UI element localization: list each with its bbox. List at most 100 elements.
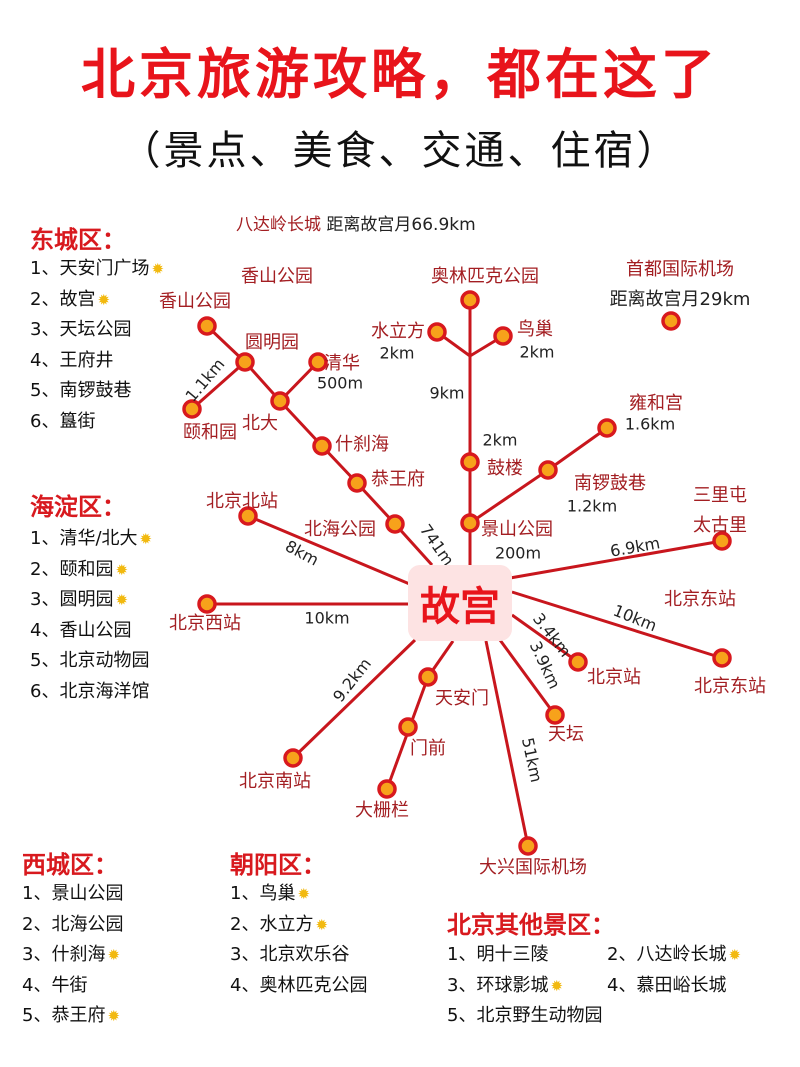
distance-label: 2km [519,342,555,362]
airport-label: 首都国际机场 [626,259,734,280]
list-item-text: 4、牛街 [22,974,88,996]
list-item-text: 1、清华/北大 [30,528,138,549]
station-dot [418,667,438,687]
station-label: 天坛 [548,724,584,745]
station-label: 雍和宫 [629,393,683,414]
station-dot [597,418,617,438]
star-icon: ✹ [107,946,121,964]
list-item: 2、颐和园✹ [30,555,152,586]
station-dot [385,514,405,534]
route-line [498,639,557,716]
station-dot [661,311,681,331]
distance-label: 2km [379,343,415,363]
list-item-text: 2、北海公园 [22,913,124,935]
station-label: 大栅栏 [355,800,409,821]
station-dot [460,452,480,472]
station-dot [460,513,480,533]
star-icon: ✹ [297,885,311,903]
station-label: 北京南站 [239,771,311,792]
list-item-text: 4、王府井 [30,349,114,371]
station-label: 鸟巢 [517,319,553,340]
station-label: 北京北站 [206,491,278,512]
list-item-text: 5、北京野生动物园 [447,1005,603,1026]
station-label: 北海公园 [304,519,376,540]
list-item-text: 3、天坛公园 [30,319,132,340]
station-label: 香山公园 [159,291,231,312]
list-item-text: 3、什刹海 [22,944,106,965]
station-label: 恭王府 [371,469,425,490]
list-item: 1、景山公园 [22,879,123,910]
center-gugong: 故宫 [408,565,512,641]
station-dot [568,652,588,672]
list-item-text: 2、八达岭长城 [607,944,727,965]
station-dot [712,648,732,668]
station-label: 清华 [324,353,360,374]
list-item: 3、天坛公园 [30,315,164,346]
distance-label: 200m [494,543,542,563]
station-dot [238,506,258,526]
station-dot [518,836,538,856]
section-title-dongcheng: 东城区： [30,226,126,254]
station-dot [545,705,565,725]
star-icon: ✹ [107,1007,121,1025]
list-item: 1、鸟巢✹ [230,879,367,910]
list-item-text: 2、颐和园 [30,558,114,580]
station-label: 太古里 [693,515,747,536]
station-label: 奥林匹克公园 [431,266,539,287]
station-dot [427,322,447,342]
list-item-text: 2、水立方 [230,913,314,935]
section-title-other: 北京其他景区： [447,911,615,939]
station-label: 景山公园 [481,519,553,540]
distance-label: 9km [429,383,465,403]
station-dot [712,531,732,551]
route-line [278,399,324,448]
station-dot [538,460,558,480]
airport-distance: 距离故宫月29km [609,289,751,310]
station-label: 三里屯 [693,485,747,506]
star-icon: ✹ [97,290,111,309]
station-dot [493,326,513,346]
list-item-text: 6、北京海洋馆 [30,680,150,702]
section-title-chaoyang: 朝阳区： [230,851,326,879]
list-item-text: 3、环球影城 [447,974,549,996]
list-item: 1、明十三陵 [447,940,607,971]
route-line [484,640,530,847]
station-dot [197,594,217,614]
page-title: 北京旅游攻略，都在这了 [81,43,719,106]
station-label: 北大 [242,413,278,434]
route-line [469,468,549,525]
route-line [291,638,417,760]
route-line [511,590,723,660]
route-line [511,613,579,664]
list-item: 2、故宫✹ [30,285,164,316]
list-item: 3、北京欢乐谷 [230,940,367,971]
list-item: 6、簋街 [30,407,164,438]
list-item-text: 4、奥林匹克公园 [230,974,368,996]
list-item: 1、清华/北大✹ [30,524,152,555]
badaling-distance: 距离故宫月66.9km [326,215,476,235]
station-dot [182,399,202,419]
distance-label: 1.6km [624,414,676,434]
list-item-text: 4、慕田峪长城 [607,974,727,996]
station-label: 门前 [410,738,446,759]
page-subtitle: （景点、美食、交通、住宿） [120,128,680,174]
list-item-text: 1、明十三陵 [447,944,549,965]
list-item-text: 4、香山公园 [30,619,132,641]
list-item: 1、天安门广场✹ [30,254,164,285]
distance-label: 10km [304,608,350,628]
list-item: 5、南锣鼓巷 [30,376,164,407]
route-line [509,539,723,580]
star-icon: ✹ [115,560,129,579]
section-title-haidian: 海淀区： [30,493,126,521]
list-item: 2、水立方✹ [230,910,367,941]
station-dot [377,779,397,799]
station-dot [347,473,367,493]
star-icon: ✹ [728,946,742,964]
station-dot [312,436,332,456]
